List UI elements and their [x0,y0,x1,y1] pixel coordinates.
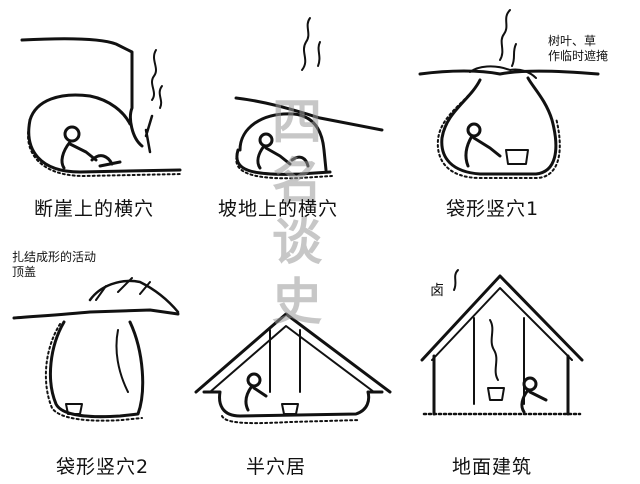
bag-pit-1-illustration [418,9,600,179]
note-line: 顶盖 [12,265,37,279]
caption-cliff-cave: 断崖上的横穴 [34,198,155,220]
watermark-char: 谈 [272,212,322,271]
watermark-char: 名 [272,152,322,211]
note-line: 树叶、草 [548,34,597,48]
caption-semi-pit-house: 半穴居 [246,456,307,478]
caption-slope-cave: 坡地上的横穴 [218,198,339,220]
watermark-char: 史 [272,272,322,331]
cliff-cave-illustration [20,37,183,177]
note-leaves-grass: 树叶、草 作临时遮掩 [548,34,608,64]
watermark-char: 四 [272,92,322,151]
roof-vent-sign: 卤 [430,283,444,299]
slope-cave-illustration [234,17,384,180]
note-movable-roof: 扎结成形的活动 顶盖 [12,250,96,280]
ground-building-illustration [420,269,584,416]
note-line: 作临时遮掩 [548,49,609,63]
caption-ground-building: 地面建筑 [452,456,533,478]
watermark: 四 名 谈 史 [262,92,332,332]
caption-bag-pit-2: 袋形竖穴2 [56,456,150,478]
caption-bag-pit-1: 袋形竖穴1 [446,198,540,220]
bag-pit-2-illustration [12,277,180,422]
note-line: 扎结成形的活动 [12,250,97,264]
semi-pit-house-illustration [194,312,392,425]
